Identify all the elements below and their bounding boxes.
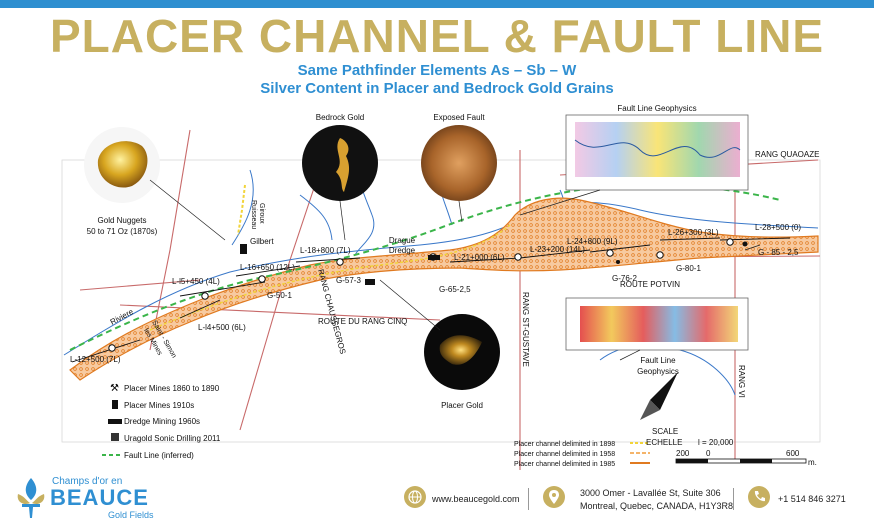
website-link[interactable]: www.beaucegold.com [432,494,520,504]
scale-unit: m. [808,458,817,467]
line-label-l23: L-23+200 (14L) [530,245,585,254]
phone-number[interactable]: +1 514 846 3271 [778,494,846,504]
line-label-l21: L-21+000 (6L) [454,253,505,262]
placer-channel [69,197,819,381]
road-rang-st-gustave: RANG ST-GUSTAVE [521,292,530,367]
north-arrow [640,372,678,420]
subtitle-silver: Silver Content in Placer and Bedrock Gol… [260,80,614,97]
hole-label-g80: G-80-1 [676,264,701,273]
hole-label-g85: G - 85 - 2,5 [758,248,799,257]
bedrock-gold-photo [302,125,378,201]
line-label-l18: L-18+800 (7L) [300,246,351,255]
road-route-potvin: ROUTE POTVIN [620,280,680,289]
label-geophysics-bottom-1: Fault Line [640,356,676,365]
legend-dredge-mining: Dredge Mining 1960s [124,417,200,426]
legend-fault-line: Fault Line (inferred) [124,451,194,460]
legend-channel-1958: Placer channel delimited in 1958 [514,451,615,458]
footer: Champs d'or en BEAUCE Gold Fields www.be… [0,472,874,527]
road-rang-vi: RANG VI [737,365,746,398]
phone-icon [748,486,770,508]
site-markers [240,241,748,285]
legend-channel-1985: Placer channel delimited in 1985 [514,461,615,468]
scale-ratio: l = 20,000 [698,438,734,447]
line-label-l28: L-28+500 (0) [755,223,801,232]
road-route-rang-cinq: ROUTE DU RANG CINQ [318,317,407,326]
hole-label-g76: G-76-2 [612,274,637,283]
footer-divider-1 [528,488,529,510]
scale-tick-0: 0 [706,449,711,458]
address-line-2: Montreal, Quebec, CANADA, H1Y3R8 [580,501,734,511]
place-gilbert: Gilbert [250,237,274,246]
placer-gold-photo [424,314,500,390]
place-ruisseau: Ruisseau [250,200,257,229]
legend: ⚒ Placer Mines 1860 to 1890 Placer Mines… [102,383,221,460]
hole-label-g57: G-57-3 [336,276,361,285]
location-pin-icon [543,486,565,508]
fleur-de-lis-icon [17,478,45,518]
footer-divider-2 [733,488,734,510]
label-geophysics-bottom-2: Geophysics [637,367,679,376]
dredge-icon [108,419,122,424]
logo-tagline: Champs d'or en [52,476,123,487]
logo-subtitle: Gold Fields [108,510,154,520]
address-line-1: 3000 Omer - Lavallée St, Suite 306 [580,488,721,498]
channel-legend: Placer channel delimited in 1898 Placer … [514,441,650,468]
scale-tick-200: 200 [676,449,690,458]
line-label-l4: L-l4+500 (6L) [198,323,246,332]
label-gold-nuggets: Gold Nuggets [98,216,147,225]
company-logo: Champs d'or en BEAUCE Gold Fields [12,472,162,527]
gold-nuggets-photo [84,127,160,203]
scale-tick-600: 600 [786,449,800,458]
legend-sonic-drilling: Uragold Sonic Drilling 2011 [124,434,221,443]
hole-label-g50: G-50-1 [267,291,292,300]
pick-axe-icon: ⚒ [110,383,119,394]
place-dredge: Dredge [389,246,416,255]
geological-map: Bedrock Gold Exposed Fault Placer Gold G… [61,104,821,470]
line-label-l16: L-16+650 (12L) [240,263,295,272]
drill-rig-icon [111,433,119,441]
headframe-icon [112,400,118,409]
place-riviere: Riviere [109,307,136,327]
scale-label: SCALE [652,427,678,436]
legend-channel-1898: Placer channel delimited in 1898 [514,441,615,448]
line-label-l12: L-12+500 (7L) [70,355,121,364]
page-title: PLACER CHANNEL & FAULT LINE [49,10,825,62]
place-giroux: Giroux [258,203,265,224]
scale-bar: SCALE ECHELLE l = 20,000 200 0 600 m. [646,427,817,467]
place-drague: Drague [389,236,416,245]
stream-giroux [237,184,246,236]
legend-placer-mines-1910: Placer Mines 1910s [124,401,194,410]
geophysics-top-panel [565,114,749,191]
line-label-l24: L-24+800 (9L) [567,237,618,246]
drill-targets [108,238,734,352]
line-label-l5: L-l5+450 (4L) [172,277,220,286]
logo-name: BEAUCE [50,485,149,510]
exposed-fault-photo [421,125,497,201]
subtitle-pathfinder: Same Pathfinder Elements As – Sb – W [297,62,577,79]
label-gold-nuggets-oz: 50 to 71 Oz (1870s) [87,227,158,236]
globe-icon [404,486,426,508]
label-placer-gold: Placer Gold [441,401,483,410]
hole-label-g65: G-65-2,5 [439,285,471,294]
road-rang-quaoaze: RANG QUAOAZE [755,150,819,159]
label-exposed-fault: Exposed Fault [433,113,485,122]
label-geophysics-top: Fault Line Geophysics [617,104,696,113]
leader-lines [149,179,761,361]
geophysics-bottom-panel [565,297,749,351]
top-accent-bar [0,0,874,8]
legend-placer-mines-1860: Placer Mines 1860 to 1890 [124,384,220,393]
scale-label-fr: ECHELLE [646,438,682,447]
line-label-l26: L-26+300 (3L) [668,228,719,237]
label-bedrock-gold: Bedrock Gold [316,113,364,122]
